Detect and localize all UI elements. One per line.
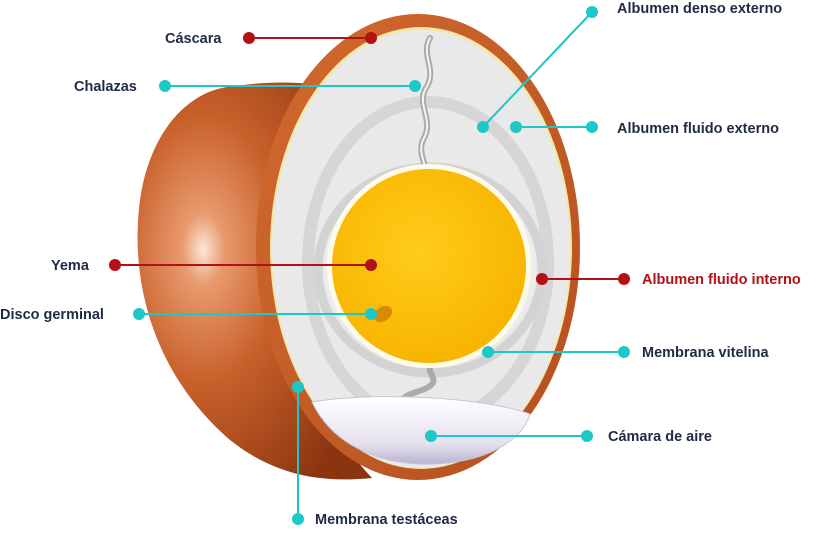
leader-cascara: [243, 32, 377, 44]
label-cascara: Cáscara: [165, 31, 222, 47]
label-albumen-fluido-interno: Albumen fluido interno: [642, 272, 801, 288]
leader-chalazas: [159, 80, 421, 92]
label-chalazas: Chalazas: [74, 79, 137, 95]
air-cell: [311, 396, 531, 465]
label-disco-germinal: Disco germinal: [0, 307, 104, 323]
label-membrana-vitelina: Membrana vitelina: [642, 345, 769, 361]
leader-membrana-testaceas: [292, 381, 304, 525]
leader-disco-germinal: [133, 308, 377, 320]
label-camara-de-aire: Cámara de aire: [608, 429, 712, 445]
chalaza-bottom: [401, 361, 437, 401]
label-albumen-fluido-externo: Albumen fluido externo: [617, 121, 779, 137]
leader-yema: [109, 259, 377, 271]
leader-membrana-vitelina: [482, 346, 630, 358]
leader-albumen-fluido-interno: [536, 273, 630, 285]
label-membrana-testaceas: Membrana testáceas: [315, 512, 458, 528]
leader-camara-de-aire: [425, 430, 593, 442]
label-albumen-denso-externo: Albumen denso externo: [617, 1, 783, 17]
label-yema: Yema: [51, 258, 89, 274]
germinal-disc: [373, 305, 393, 323]
chalaza-top-highlight: [420, 37, 432, 177]
leader-albumen-fluido-externo: [510, 121, 598, 133]
leader-albumen-denso-externo: [477, 6, 598, 133]
shell-outer-half: [137, 82, 372, 480]
